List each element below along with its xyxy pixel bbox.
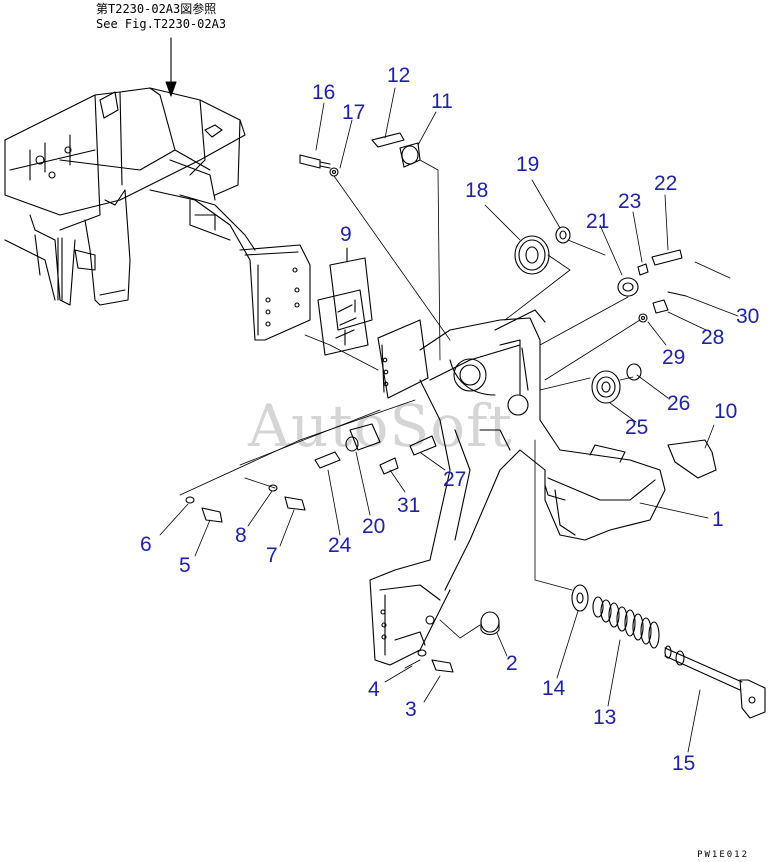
callout-26: 26 (667, 392, 690, 415)
leader-lines (159, 87, 739, 753)
watermark: AutoSoft (248, 392, 513, 460)
spring-rod-assembly (571, 584, 766, 719)
pedal-pad (667, 439, 717, 479)
callout-17: 17 (342, 101, 365, 124)
callout-14: 14 (542, 677, 566, 700)
callout-12: 12 (387, 64, 410, 87)
callout-25: 25 (625, 416, 648, 439)
callout-31: 31 (397, 494, 420, 517)
shim-plates (317, 247, 373, 356)
callout-30: 30 (736, 305, 759, 328)
callout-23: 23 (618, 190, 641, 213)
guide-lines (179, 159, 731, 669)
figure-code: PW1E012 (697, 850, 749, 860)
callout-22: 22 (654, 172, 677, 195)
callout-6: 6 (140, 533, 152, 556)
callout-2: 2 (506, 652, 518, 675)
callout-labels: 1 2 3 4 5 6 7 8 9 10 11 12 13 14 15 16 1… (140, 64, 759, 775)
callout-7: 7 (266, 544, 278, 567)
callout-11: 11 (431, 90, 453, 113)
chassis-frame (4, 87, 311, 341)
callout-1: 1 (712, 508, 724, 531)
callout-13: 13 (593, 706, 616, 729)
callout-29: 29 (662, 346, 685, 369)
callout-15: 15 (672, 752, 695, 775)
pedal-bracket-assembly (369, 309, 666, 666)
callout-18: 18 (465, 179, 488, 202)
bushings (480, 226, 642, 636)
callout-20: 20 (362, 515, 385, 538)
callout-9: 9 (340, 223, 352, 246)
callout-3: 3 (405, 698, 417, 721)
mounting-bracket (377, 319, 429, 399)
callout-27: 27 (443, 468, 466, 491)
reference-note-en: See Fig.T2230-02A3 (96, 17, 227, 31)
callout-10: 10 (714, 400, 737, 423)
callout-24: 24 (328, 534, 352, 557)
reference-note-jp: 第T2230-02A3図参照 (96, 2, 217, 16)
bolts-and-washers (185, 132, 687, 673)
reference-arrow (165, 37, 177, 97)
callout-28: 28 (701, 326, 724, 349)
callout-21: 21 (586, 210, 609, 233)
callout-5: 5 (179, 554, 191, 577)
callout-8: 8 (235, 524, 247, 547)
callout-16: 16 (312, 81, 335, 104)
callout-19: 19 (516, 153, 539, 176)
callout-4: 4 (368, 678, 380, 701)
